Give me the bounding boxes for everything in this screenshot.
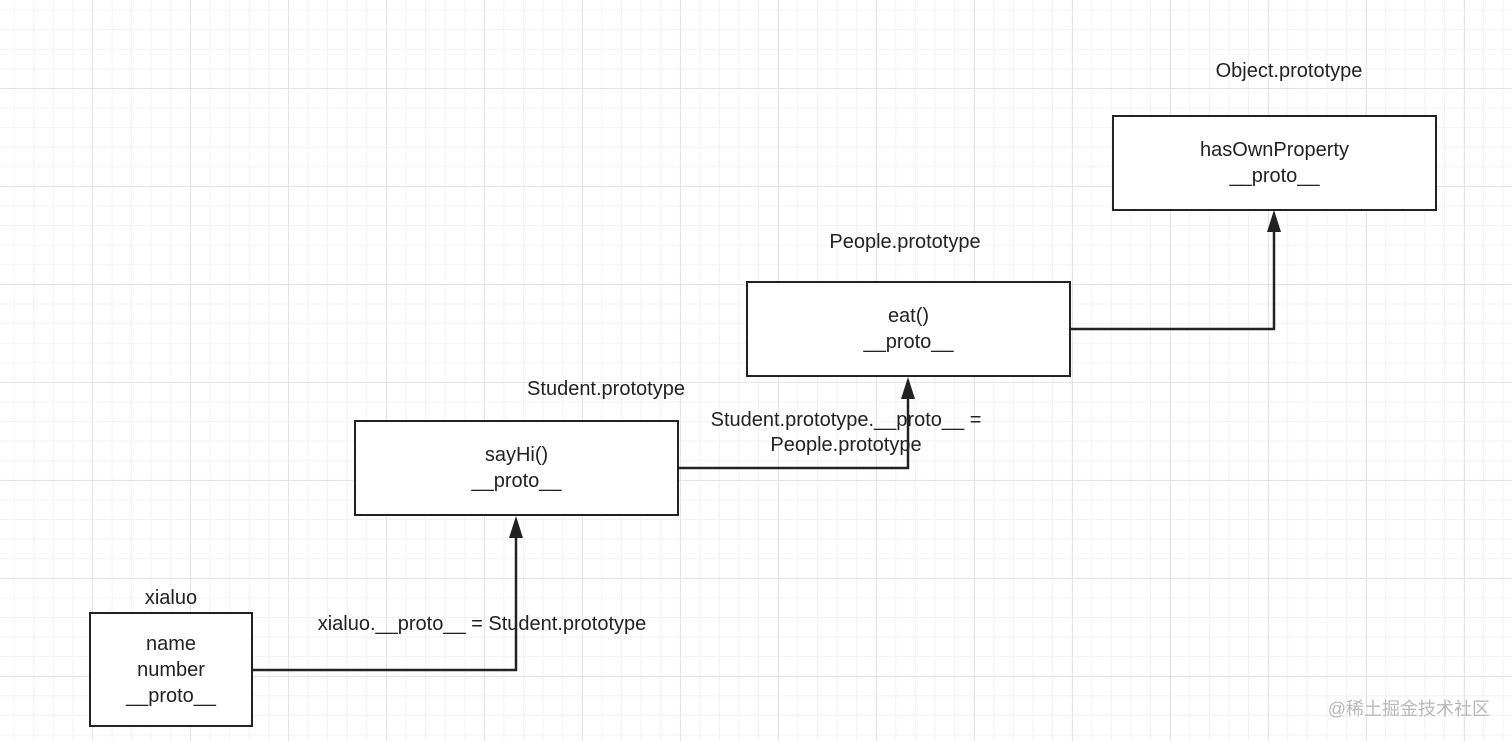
edge-label-student-to-people-line-1: Student.prototype.__proto__ =: [710, 409, 982, 431]
edge-people-to-object: [1071, 230, 1276, 331]
object-prototype-box: hasOwnProperty __proto__: [1112, 115, 1437, 211]
xialuo-line-1: name: [145, 632, 197, 655]
object-prototype-line-1: hasOwnProperty: [1200, 139, 1349, 161]
xialuo-line-3: __proto__: [125, 684, 217, 707]
edge-student-to-people: [679, 397, 910, 470]
people-prototype-line-1: eat(): [887, 305, 930, 327]
student-prototype-box: sayHi() __proto__: [354, 420, 679, 516]
arrowhead-object: [1267, 210, 1281, 232]
arrowhead-student: [509, 516, 523, 538]
people-prototype-title: People.prototype: [829, 231, 981, 253]
edge-label-student-to-people-line-2: People.prototype: [770, 434, 922, 456]
xialuo-title: xialuo: [144, 587, 198, 609]
watermark: @稀土掘金技术社区: [1327, 699, 1490, 719]
object-prototype-line-2: __proto__: [1229, 165, 1320, 187]
object-prototype-title: Object.prototype: [1215, 60, 1363, 82]
student-prototype-title: Student.prototype: [527, 378, 685, 400]
edge-label-student-to-people: Student.prototype.__proto__ = People.pro…: [690, 408, 1002, 458]
arrowhead-people: [901, 377, 915, 399]
edge-xialuo-to-student: [252, 536, 518, 672]
student-prototype-line-2: __proto__: [471, 470, 562, 492]
xialuo-line-2: number: [137, 658, 205, 681]
people-prototype-box: eat() __proto__: [746, 281, 1071, 377]
student-prototype-line-1: sayHi(): [484, 444, 549, 466]
people-prototype-line-2: __proto__: [863, 331, 954, 353]
edge-label-xialuo-to-student: xialuo.__proto__ = Student.prototype: [317, 613, 647, 635]
xialuo-box: name number __proto__: [89, 612, 253, 727]
